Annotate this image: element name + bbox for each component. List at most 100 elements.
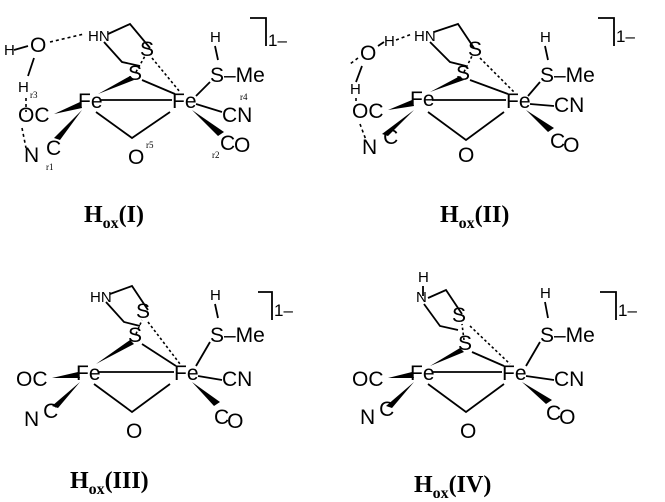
charge-label: 1– — [274, 301, 293, 320]
s-fe-bond — [471, 351, 505, 367]
sh-bond — [214, 45, 219, 61]
co-wedge — [192, 382, 220, 406]
nh-label: HN — [88, 28, 110, 45]
h-bond-dashed-4 — [359, 123, 367, 141]
s-fe-bond — [141, 79, 176, 95]
s-bridge-atom: S — [128, 62, 142, 85]
cn-right-ligand: CN — [222, 368, 252, 391]
sh-bond — [544, 301, 549, 319]
h3-label: H — [18, 79, 29, 96]
s-s-dashed — [135, 55, 146, 73]
s-fe-wedge — [98, 76, 134, 94]
oc-wedge — [54, 102, 82, 114]
fe-sme-bond — [195, 341, 211, 367]
sme-h-label: H — [540, 285, 551, 302]
r5-label: r5 — [146, 140, 154, 150]
fe-cn-bond — [525, 375, 555, 381]
fe-sme-bond — [527, 81, 541, 97]
cn-right-ligand: CN — [222, 104, 252, 127]
charge-label: 1– — [618, 301, 637, 320]
bridge-bond — [103, 41, 141, 67]
nh-label: HN — [90, 289, 112, 306]
bridge-bond — [427, 288, 463, 315]
s-fe-wedge — [430, 348, 464, 366]
fe-cn-bond — [529, 103, 555, 107]
oc-ligand: OC — [352, 100, 384, 123]
co-c-atom: C — [220, 132, 235, 155]
fe-proximal-atom: Fe — [76, 362, 101, 385]
bridging-co-o: O — [128, 146, 144, 169]
fe-distal-atom: Fe — [506, 90, 531, 113]
sme-h-label: H — [540, 29, 551, 46]
cn-wedge — [382, 110, 414, 136]
fe-distal-atom: Fe — [174, 362, 199, 385]
cn-right-ligand: CN — [554, 94, 584, 117]
bridge-s-atom: S — [136, 300, 150, 323]
caption-hox-4: Hox(IV) — [414, 472, 491, 502]
fe-proximal-atom: Fe — [410, 88, 435, 111]
caption-hox-3: Hox(III) — [70, 468, 149, 498]
charge-label: 1– — [268, 31, 287, 50]
fe-cn-bond — [197, 375, 223, 381]
co-right-ligand: CO — [546, 402, 576, 429]
charge-bracket — [250, 17, 267, 46]
cn-wedge — [386, 382, 414, 408]
oc-wedge — [388, 372, 414, 378]
charge-bracket — [598, 17, 615, 46]
s-fe-dashed — [479, 57, 515, 93]
sme-h-label: H — [210, 29, 221, 46]
cn-wedge — [54, 110, 82, 140]
oh-bond-2 — [27, 57, 35, 77]
water-o-atom: O — [30, 34, 46, 57]
s-bridge-atom: S — [458, 332, 472, 355]
nh-h-label: H — [418, 269, 429, 286]
bridge-bond — [107, 22, 151, 49]
co-right-ligand: CO — [214, 406, 244, 433]
bridge-s-atom: S — [468, 38, 482, 61]
oc-wedge — [52, 372, 80, 378]
oh-bond-2 — [355, 65, 363, 83]
nh-label: HN — [414, 28, 436, 45]
co-o-atom: O — [234, 134, 250, 157]
oh-bond — [377, 41, 385, 47]
cn-c-atom: C — [46, 137, 61, 160]
bridging-co-o: O — [126, 420, 142, 443]
fe-sme-bond — [195, 81, 211, 97]
h-label: H — [350, 81, 361, 98]
r3-label: r3 — [30, 90, 38, 100]
bridge-bond — [429, 41, 467, 67]
oc-ligand: OC — [18, 104, 50, 127]
oc-ligand: OC — [352, 368, 384, 391]
fe-proximal-atom: Fe — [410, 362, 435, 385]
bridge-bond — [109, 284, 149, 311]
bridging-co-bond — [93, 383, 171, 414]
s-fe-bond — [141, 343, 177, 367]
sh-bond — [544, 45, 549, 61]
bridging-co-bond — [427, 383, 505, 414]
oh-bond — [13, 45, 29, 51]
bridge-s-atom: S — [140, 38, 154, 61]
r4-label: r4 — [240, 92, 248, 102]
bridge-bond — [433, 22, 475, 49]
caption-hox-2: Hox(II) — [440, 202, 509, 232]
sh-bond — [214, 303, 219, 319]
fe-distal-atom: Fe — [172, 90, 197, 113]
s-fe-dashed — [151, 57, 181, 93]
r2-label: r2 — [212, 150, 220, 160]
cn-right-ligand: CN — [554, 368, 584, 391]
fe-sme-bond — [525, 341, 541, 367]
sme-label: S–Me — [540, 64, 595, 87]
bridging-co-o: O — [458, 144, 474, 167]
s-fe-dashed — [469, 325, 511, 365]
cn-wedge — [52, 382, 80, 408]
water-h-label: H — [384, 33, 395, 50]
water-o-atom: O — [360, 42, 376, 65]
h-bond-dashed-2 — [349, 57, 359, 65]
co-wedge — [192, 110, 224, 136]
s-fe-dashed — [147, 321, 181, 365]
